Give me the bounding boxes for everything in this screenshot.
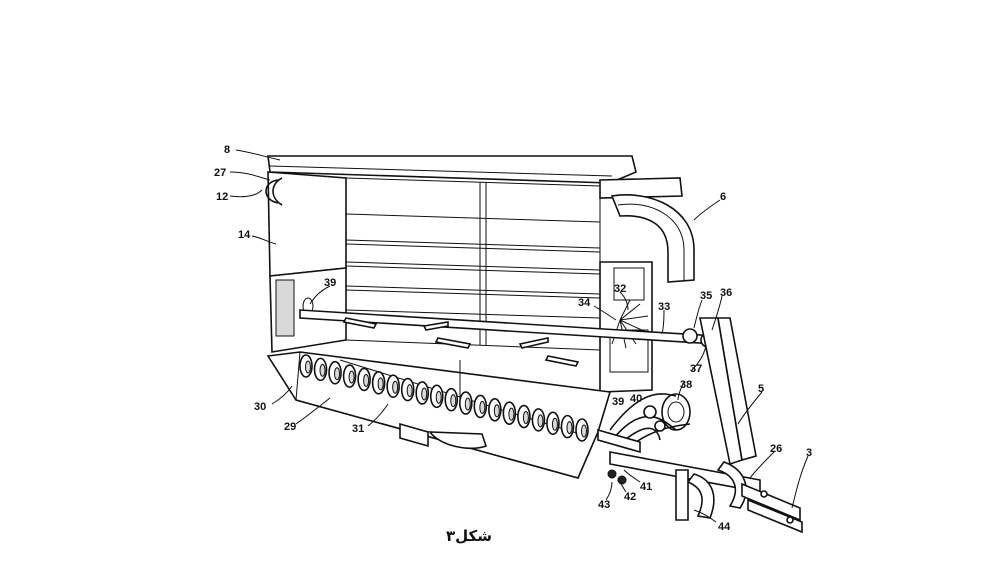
- top-cover: [267, 155, 637, 184]
- ref-26: 26: [770, 443, 782, 455]
- ref-37: 37: [690, 363, 702, 375]
- ref-35: 35: [700, 290, 712, 302]
- ref-34: 34: [578, 297, 591, 309]
- ref-43: 43: [598, 499, 610, 511]
- drive-system: [597, 393, 691, 485]
- figure-caption: شکل۳: [446, 527, 492, 545]
- ref-38: 38: [680, 379, 692, 391]
- ref-32: 32: [614, 283, 626, 295]
- ref-42: 42: [624, 491, 636, 503]
- ref-31: 31: [352, 423, 364, 435]
- ref-14: 14: [238, 229, 251, 241]
- auger-flight-inner: [348, 370, 355, 384]
- auger-flight-inner: [581, 424, 587, 438]
- auger-flight-inner: [551, 417, 558, 431]
- left-end-panel: [267, 171, 347, 353]
- auger-flight-inner: [421, 387, 428, 401]
- auger-flight-inner: [537, 414, 544, 428]
- auger-flight-inner: [522, 411, 529, 425]
- leader-lines: [229, 149, 809, 523]
- right-housing: [599, 177, 695, 393]
- auger-screw: [299, 354, 589, 442]
- ref-41: 41: [640, 481, 652, 493]
- shaft-paddles: [342, 317, 580, 367]
- ref-29: 29: [284, 421, 296, 433]
- auger-flight-inner: [305, 360, 311, 374]
- ref-27: 27: [214, 167, 226, 179]
- auger-flight-inner: [450, 394, 457, 408]
- auger-flight-inner: [464, 397, 471, 411]
- auger-flight-inner: [508, 407, 515, 421]
- ref-3: 3: [806, 447, 812, 459]
- ref-40: 40: [630, 393, 642, 405]
- reference-numerals: 8 27 12 14 6 39 34 32 33 35 36 37 38 39 …: [214, 144, 812, 533]
- curved-hook: [265, 177, 283, 206]
- back-wall: [345, 177, 601, 351]
- auger-flight-inner: [392, 380, 399, 394]
- ref-6: 6: [720, 191, 726, 203]
- ref-12: 12: [216, 191, 228, 203]
- auger-flight-inner: [435, 390, 442, 404]
- ref-36: 36: [720, 287, 732, 299]
- ref-33: 33: [658, 301, 670, 313]
- auger-flight-inner: [566, 421, 573, 435]
- frame-hitch: [609, 317, 803, 534]
- ref-39-shaft: 39: [324, 277, 336, 289]
- auger-flight-inner: [363, 373, 370, 387]
- auger-flight-inner: [479, 400, 486, 414]
- auger-flight-inner: [406, 384, 413, 398]
- ref-8: 8: [224, 144, 230, 156]
- ref-30: 30: [254, 401, 266, 413]
- auger-flight-inner: [377, 377, 384, 391]
- auger-flight-inner: [319, 363, 326, 377]
- ref-39-drive: 39: [612, 396, 624, 408]
- underside-drum: [399, 422, 488, 450]
- auger-flight-inner: [334, 367, 341, 381]
- auger-flight-inner: [493, 404, 500, 418]
- ref-5: 5: [758, 383, 764, 395]
- ref-44: 44: [718, 521, 731, 533]
